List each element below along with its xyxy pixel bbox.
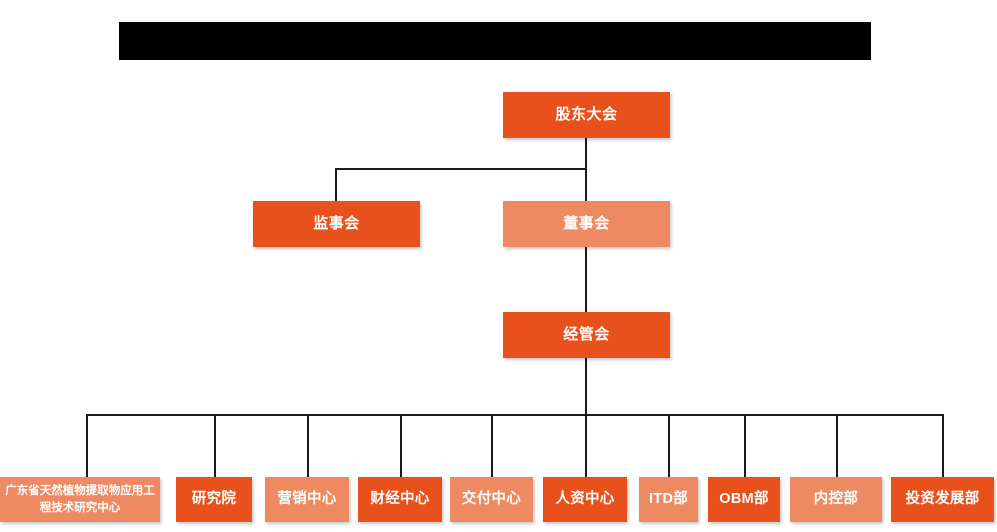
node-internal-control-dept-label: 内控部 [813,490,859,507]
node-finance-center-label: 财经中心 [370,490,430,507]
node-hr-center-label: 人资中心 [555,490,615,507]
node-marketing-center-label: 营销中心 [277,490,337,507]
node-directors[interactable]: 董事会 [503,201,670,247]
connector-drop-itd-dept [668,414,670,477]
node-shareholders[interactable]: 股东大会 [503,92,670,138]
node-supervisors-label: 监事会 [313,214,360,232]
connector-level1-bus [335,168,586,170]
connector-supervisors-drop [335,168,337,201]
connector-drop-marketing-center [307,414,309,477]
node-supervisors[interactable]: 监事会 [253,201,420,247]
node-obm-dept[interactable]: OBM部 [708,477,780,522]
node-itd-dept[interactable]: ITD部 [639,477,698,522]
node-delivery-center[interactable]: 交付中心 [450,477,533,522]
connector-drop-finance-center [400,414,402,477]
redacted-title-bar [119,22,871,60]
node-directors-label: 董事会 [563,214,610,232]
node-internal-control-dept[interactable]: 内控部 [790,477,882,522]
node-itd-dept-label: ITD部 [648,490,689,507]
node-marketing-center[interactable]: 营销中心 [265,477,349,522]
node-gd-research-center[interactable]: 广东省天然植物提取物应用工程技术研究中心 [0,477,160,522]
node-shareholders-label: 股东大会 [555,105,618,123]
node-management[interactable]: 经管会 [503,312,670,358]
connector-shareholders-stem [585,138,587,170]
connector-drop-obm-dept [744,414,746,477]
node-gd-research-center-label: 广东省天然植物提取物应用工程技术研究中心 [5,484,155,514]
connector-directors-drop [585,168,587,201]
node-delivery-center-label: 交付中心 [461,490,522,507]
node-hr-center[interactable]: 人资中心 [543,477,627,522]
connector-drop-internal-control-dept [836,414,838,477]
connector-management-stem [585,358,587,415]
node-management-label: 经管会 [563,325,610,343]
node-investment-development-dept[interactable]: 投资发展部 [891,477,994,522]
connector-drop-gd-research-center [86,414,88,477]
connector-drop-investment-development-dept [942,414,944,477]
node-obm-dept-label: OBM部 [719,490,769,507]
node-institute[interactable]: 研究院 [176,477,252,522]
node-finance-center[interactable]: 财经中心 [358,477,442,522]
connector-departments-bus [86,414,943,416]
connector-drop-hr-center [585,414,587,477]
connector-drop-delivery-center [491,414,493,477]
connector-drop-institute [214,414,216,477]
node-institute-label: 研究院 [191,490,237,507]
node-investment-development-dept-label: 投资发展部 [905,490,980,507]
connector-directors-to-management [585,247,587,312]
